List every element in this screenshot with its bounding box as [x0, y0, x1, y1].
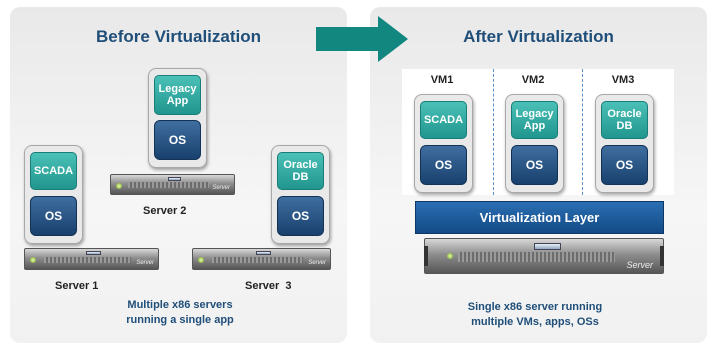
vm2-label: VM2	[521, 74, 545, 86]
vm2-app-box: Legacy App	[511, 101, 558, 139]
vm-divider-1	[493, 69, 494, 195]
vm3-app-box: Oracle DB	[601, 101, 648, 139]
physical-server-rack: Server	[424, 238, 664, 274]
oracle-os-box: OS	[277, 196, 324, 236]
scada-stack: SCADA OS	[24, 145, 83, 244]
before-caption-line2: running a single app	[126, 314, 234, 326]
legacy-app-box: Legacy App	[154, 75, 201, 115]
legacy-app-label-1: Legacy	[158, 83, 197, 95]
after-caption-line2: multiple VMs, apps, OSs	[471, 316, 599, 328]
server-3-rack: Server	[192, 248, 331, 270]
virtualization-layer: Virtualization Layer	[415, 201, 664, 234]
before-caption-line1: Multiple x86 servers	[127, 299, 233, 311]
vm1-stack: SCADA OS	[414, 94, 473, 193]
vm3-app-label-2: DB	[616, 120, 633, 132]
vm2-os-box: OS	[511, 145, 558, 185]
server-1-label: Server 1	[55, 280, 99, 292]
vm3-os-box: OS	[601, 145, 648, 185]
vm2-app-label-1: Legacy	[515, 108, 554, 120]
legacy-os-box: OS	[154, 120, 201, 160]
before-title: Before Virtualization	[96, 27, 261, 46]
server-2-label: Server 2	[143, 205, 187, 217]
oracle-label-1: Oracle	[283, 159, 318, 171]
server-2-rack: Server	[110, 174, 235, 195]
vm3-label: VM3	[611, 74, 635, 86]
legacy-app-label-2: App	[166, 95, 189, 107]
after-caption-line1: Single x86 server running	[467, 301, 603, 313]
vm1-os-box: OS	[420, 145, 467, 185]
server-1-rack: Server	[24, 248, 159, 270]
vm1-app-box: SCADA	[420, 101, 467, 139]
after-title: After Virtualization	[463, 27, 614, 46]
before-caption: Multiple x86 servers running a single ap…	[90, 298, 270, 328]
legacy-app-stack: Legacy App OS	[148, 68, 207, 168]
scada-app-box: SCADA	[30, 152, 77, 190]
server-3-label: Server 3	[245, 280, 292, 292]
vm3-stack: Oracle DB OS	[595, 94, 654, 193]
oracle-db-box: Oracle DB	[277, 152, 324, 190]
vm2-stack: Legacy App OS	[505, 94, 564, 193]
oracle-label-2: DB	[292, 171, 309, 183]
vm2-app-label-2: App	[523, 120, 546, 132]
after-caption: Single x86 server running multiple VMs, …	[440, 300, 630, 330]
vm-divider-2	[582, 69, 583, 195]
oracle-db-stack: Oracle DB OS	[271, 145, 330, 244]
vm1-label: VM1	[430, 74, 454, 86]
transition-arrow-icon	[316, 16, 408, 62]
scada-os-box: OS	[30, 196, 77, 236]
vm3-app-label-1: Oracle	[607, 108, 642, 120]
